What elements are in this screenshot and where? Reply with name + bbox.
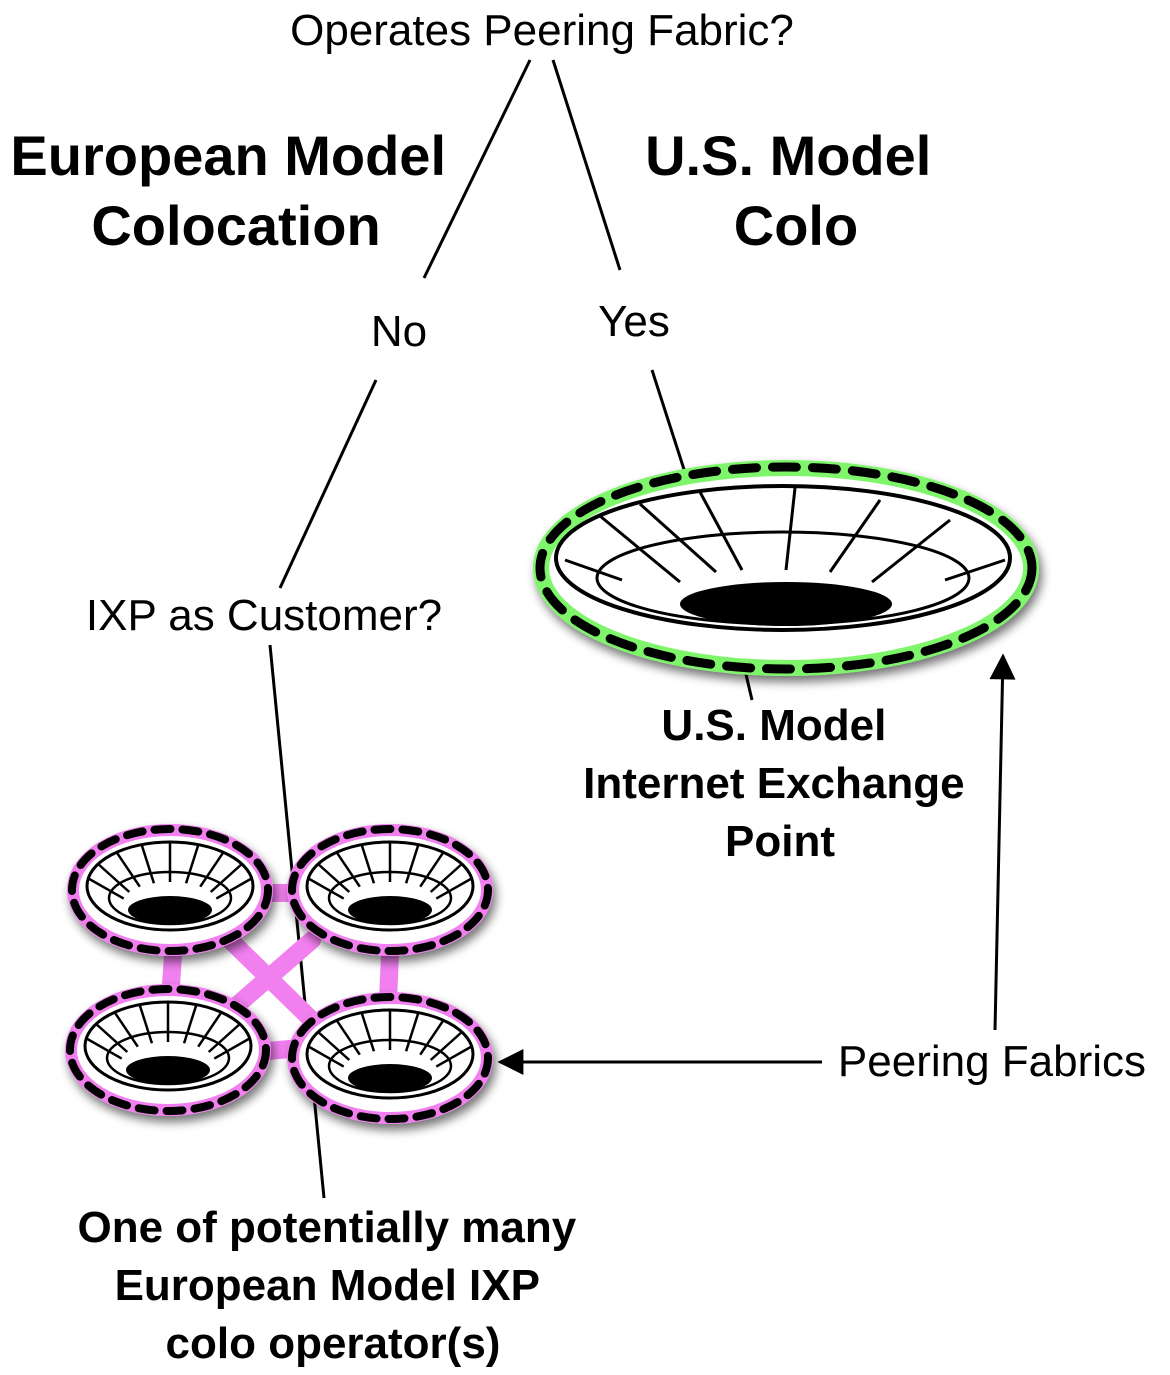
eu-fabric-spoke — [317, 863, 351, 893]
eu-fabric-core — [348, 896, 432, 924]
eu-fabric-spoke — [335, 851, 361, 888]
question-top: Operates Peering Fabric? — [290, 6, 794, 55]
eu-fabric-top-right — [287, 824, 493, 956]
eu-fabric-dashed-border — [288, 825, 492, 955]
eu-fabric-bottom-left — [65, 984, 271, 1116]
connector-ixp-question-to-eu-fabric — [268, 644, 326, 1199]
eu-ixp-label-line-2: European Model IXP — [115, 1261, 540, 1310]
eu-fabric-spoke — [404, 1012, 420, 1052]
us-model-fabric — [533, 460, 1039, 676]
eu-ixp-label-line-1: One of potentially many — [78, 1203, 577, 1252]
answer-yes: Yes — [598, 297, 670, 346]
eu-fabric-spoke — [184, 844, 200, 884]
eu-fabric-spoke — [85, 1037, 123, 1060]
eu-fabric-bottom-right — [287, 992, 493, 1124]
eu-fabric-spoke — [419, 851, 445, 888]
european-heading: European Model Colocation — [10, 124, 461, 257]
connector-yes-to-us-ixp — [650, 369, 692, 489]
eu-fabric-spoke — [199, 851, 225, 888]
eu-fabric-top-left — [67, 824, 273, 956]
eu-fabric-spoke — [213, 1037, 251, 1060]
arrow-to-us-fabric — [989, 653, 1016, 1031]
eu-fabric-spoke — [435, 877, 473, 900]
eu-fabric-spoke — [307, 877, 345, 900]
eu-fabric-spoke — [307, 1045, 345, 1068]
eu-fabric-spoke — [429, 863, 463, 893]
eu-fabrics — [65, 824, 493, 1124]
us-fabric-core — [680, 582, 892, 626]
eu-ixp-label: One of potentially many European Model I… — [78, 1203, 589, 1368]
eu-fabric-spoke — [335, 1019, 361, 1056]
eu-fabric-core — [126, 1056, 210, 1084]
eu-fabric-dashed-border — [66, 985, 270, 1115]
us-heading: U.S. Model Colo — [645, 124, 947, 257]
eu-fabric-spoke — [207, 1023, 241, 1053]
eu-fabric-spoke — [113, 1011, 139, 1048]
us-ixp-label-line-1: U.S. Model — [661, 701, 886, 750]
european-heading-line-2: Colocation — [91, 194, 380, 257]
eu-fabric-spoke — [182, 1004, 198, 1044]
eu-fabric-spoke — [140, 844, 156, 884]
eu-fabric-spoke — [404, 844, 420, 884]
european-heading-line-1: European Model — [10, 124, 446, 187]
eu-fabric-spoke — [435, 1045, 473, 1068]
us-heading-line-2: Colo — [734, 194, 858, 257]
eu-fabric-spoke — [215, 877, 253, 900]
peering-fabrics-label: Peering Fabrics — [838, 1037, 1146, 1086]
eu-fabric-core — [128, 896, 212, 924]
eu-fabric-dashed-border — [288, 993, 492, 1123]
answer-no: No — [371, 307, 427, 356]
us-ixp-label-line-3: Point — [725, 817, 835, 866]
eu-fabric-spoke — [317, 1031, 351, 1061]
eu-fabric-spoke — [138, 1004, 154, 1044]
eu-fabric-spoke — [360, 844, 376, 884]
us-ixp-label-line-2: Internet Exchange — [583, 759, 964, 808]
eu-fabric-spoke — [197, 1011, 223, 1048]
eu-fabric-spoke — [87, 877, 125, 900]
eu-fabric-dashed-border — [68, 825, 272, 955]
eu-fabric-spoke — [97, 863, 131, 893]
eu-fabric-spoke — [209, 863, 243, 893]
question-ixp-as-customer: IXP as Customer? — [86, 591, 442, 640]
eu-fabric-spoke — [115, 851, 141, 888]
peering-fabric-arrows — [497, 653, 1016, 1075]
connector-question-to-yes — [551, 59, 622, 271]
eu-fabric-spoke — [95, 1023, 129, 1053]
eu-link-diagonal-a — [221, 931, 331, 1039]
connector-no-to-ixp-question — [278, 379, 378, 589]
eu-fabric-spoke — [429, 1031, 463, 1061]
us-fabric-dashed-border — [535, 462, 1037, 674]
eu-fabric-spoke — [419, 1019, 445, 1056]
connector-question-to-no — [422, 59, 532, 279]
eu-fabric-core — [348, 1064, 432, 1092]
eu-ixp-label-line-3: colo operator(s) — [166, 1319, 501, 1368]
us-fabric-spokes — [564, 487, 1006, 584]
us-ixp-label: U.S. Model Internet Exchange Point — [583, 701, 977, 866]
eu-fabric-spoke — [360, 1012, 376, 1052]
us-heading-line-1: U.S. Model — [645, 124, 931, 187]
